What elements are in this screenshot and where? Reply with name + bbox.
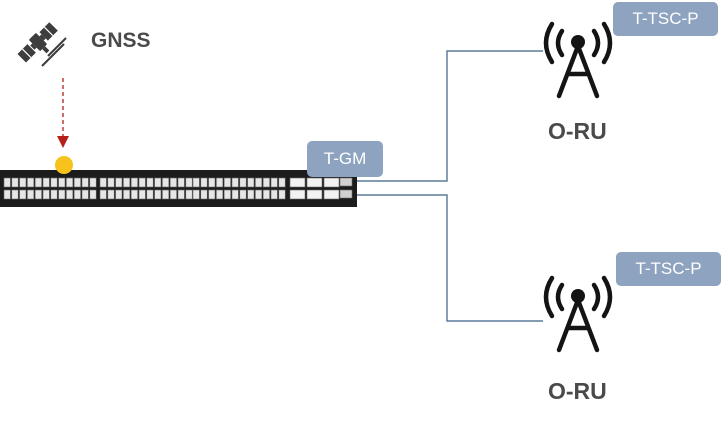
link-to-oru-2 [356, 194, 543, 322]
switch-port [185, 177, 193, 188]
switch-port [19, 177, 27, 188]
radio-tower-icon [543, 275, 613, 353]
switch-port [123, 177, 131, 188]
switch-port [146, 189, 154, 200]
switch-port [339, 189, 353, 199]
switch-port [216, 189, 224, 200]
switch-port [169, 177, 177, 188]
switch-port [289, 189, 306, 200]
switch-port [66, 189, 74, 200]
switch-port [255, 189, 263, 200]
switch-port [154, 189, 162, 200]
switch-port [50, 177, 58, 188]
switch-port [255, 177, 263, 188]
switch-port [231, 177, 239, 188]
satellite-icon [17, 22, 67, 67]
gnss-label: GNSS [91, 29, 151, 52]
switch-port [239, 177, 247, 188]
switch-port [192, 177, 200, 188]
switch-port [200, 189, 208, 200]
switch-role-tag: T-GM [307, 141, 383, 177]
switch-port [107, 189, 115, 200]
switch-port [239, 189, 247, 200]
switch-port [130, 177, 138, 188]
switch-port [208, 189, 216, 200]
switch-port [223, 189, 231, 200]
switch-port [42, 189, 50, 200]
switch-port [154, 177, 162, 188]
oru-2-role-tag: T-TSC-P [616, 252, 721, 286]
switch-port [162, 177, 170, 188]
switch-port [270, 177, 278, 188]
switch-port [270, 189, 278, 200]
oru-1-role-tag: T-TSC-P [613, 2, 718, 36]
network-switch-icon [0, 170, 357, 207]
switch-port [146, 177, 154, 188]
switch-port [223, 177, 231, 188]
fronthaul-links [356, 50, 543, 322]
switch-port [58, 189, 66, 200]
switch-port [306, 177, 323, 188]
switch-port [323, 177, 340, 188]
switch-port [27, 189, 35, 200]
switch-port [339, 177, 353, 187]
switch-port [247, 189, 255, 200]
gnss-sync-arrow [57, 78, 69, 148]
switch-port [138, 189, 146, 200]
switch-port [50, 189, 58, 200]
switch-port [278, 177, 286, 188]
switch-port [208, 177, 216, 188]
switch-port [73, 189, 81, 200]
oru-1-label: O-RU [548, 118, 607, 144]
switch-port [19, 189, 27, 200]
switch-port [99, 177, 107, 188]
switch-port [66, 177, 74, 188]
switch-port [278, 189, 286, 200]
sync-input-dot [55, 156, 73, 174]
switch-port [81, 177, 89, 188]
switch-port [247, 177, 255, 188]
switch-port [3, 177, 11, 188]
switch-port [73, 177, 81, 188]
switch-port [34, 189, 42, 200]
switch-port [289, 177, 306, 188]
switch-port [123, 189, 131, 200]
switch-port [130, 189, 138, 200]
switch-port [81, 189, 89, 200]
switch-port [162, 189, 170, 200]
switch-port [185, 189, 193, 200]
switch-port [138, 177, 146, 188]
switch-port [58, 177, 66, 188]
switch-port [99, 189, 107, 200]
oru-2-label: O-RU [548, 378, 607, 404]
switch-port [177, 189, 185, 200]
switch-port [192, 189, 200, 200]
switch-port [216, 177, 224, 188]
switch-port [42, 177, 50, 188]
switch-port [323, 189, 340, 200]
radio-tower-icon [543, 21, 613, 99]
switch-port [107, 177, 115, 188]
switch-port [11, 189, 19, 200]
switch-port [89, 189, 97, 200]
switch-port [27, 177, 35, 188]
switch-port [115, 177, 123, 188]
switch-port [34, 177, 42, 188]
switch-port [11, 177, 19, 188]
switch-port [306, 189, 323, 200]
switch-port [200, 177, 208, 188]
link-to-oru-1 [356, 50, 543, 182]
switch-port [3, 189, 11, 200]
switch-port [115, 189, 123, 200]
switch-port [89, 177, 97, 188]
switch-port [262, 177, 270, 188]
switch-port [231, 189, 239, 200]
switch-port [177, 177, 185, 188]
switch-port [169, 189, 177, 200]
switch-ports [3, 177, 353, 200]
switch-port [262, 189, 270, 200]
